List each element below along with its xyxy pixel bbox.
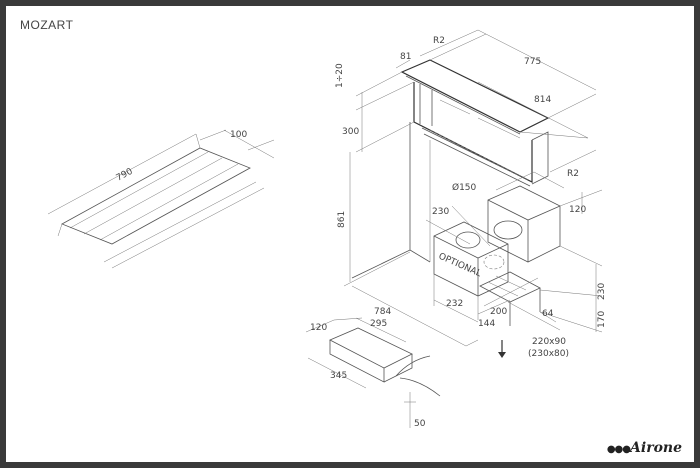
dim-r2-top: R2 <box>433 36 445 46</box>
dim-775: 775 <box>524 57 541 67</box>
dim-784: 784 <box>374 307 391 317</box>
hood-unit <box>343 29 603 358</box>
brand-name: Airone <box>630 440 682 456</box>
brand-logo: ●●●Airone <box>606 440 682 456</box>
dim-345: 345 <box>330 371 347 381</box>
top-panel-view <box>47 129 275 269</box>
dim-120-box: 120 <box>310 323 327 333</box>
dim-120-right: 120 <box>569 205 586 215</box>
dim-diameter-150: Ø150 <box>452 182 477 193</box>
optional-label: OPTIONAL <box>437 252 483 280</box>
dim-200: 200 <box>490 307 507 317</box>
dim-295: 295 <box>370 319 387 329</box>
dim-230x80: (230x80) <box>528 349 569 359</box>
dim-81: 81 <box>400 52 411 62</box>
dim-232: 232 <box>446 299 463 309</box>
dim-814: 814 <box>534 95 551 105</box>
dim-230: 230 <box>432 207 449 217</box>
dim-100: 100 <box>230 130 247 140</box>
dim-220x90: 220x90 <box>532 337 566 347</box>
dim-64: 64 <box>542 309 554 319</box>
dim-170: 170 <box>597 311 607 328</box>
dim-1-20: 1÷20 <box>335 63 345 88</box>
transformer-box <box>305 317 441 428</box>
dim-144: 144 <box>478 319 495 329</box>
dim-230-side: 230 <box>597 283 607 300</box>
dim-300: 300 <box>342 127 359 137</box>
dim-r2-right: R2 <box>567 169 579 179</box>
dim-861: 861 <box>337 211 347 228</box>
dim-50: 50 <box>414 419 426 429</box>
dim-790: 790 <box>115 167 135 184</box>
product-title: MOZART <box>20 18 74 32</box>
